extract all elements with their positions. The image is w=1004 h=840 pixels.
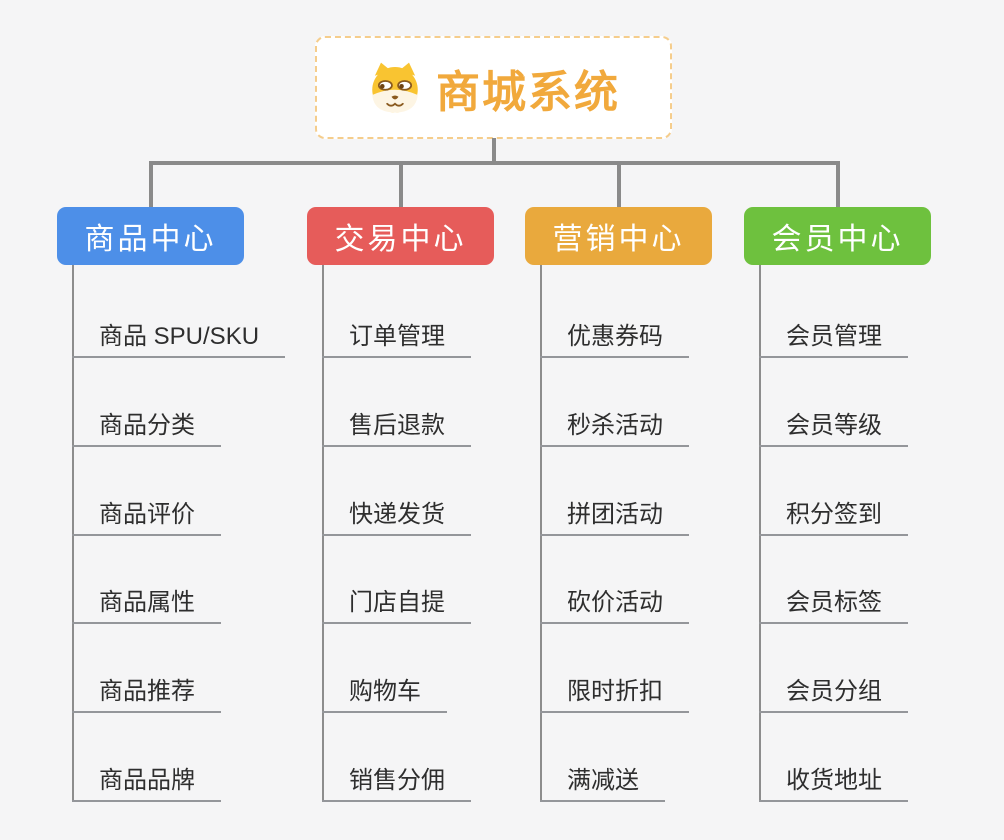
leaf-node[interactable]: 商品推荐	[72, 671, 221, 713]
root-node[interactable]: 商城系统	[315, 36, 672, 139]
leaf-node[interactable]: 会员管理	[759, 316, 908, 358]
leaf-node[interactable]: 订单管理	[322, 316, 471, 358]
branch-vertical-line	[540, 265, 542, 801]
branch-vertical-line	[72, 265, 74, 801]
leaf-node[interactable]: 收货地址	[759, 760, 908, 802]
leaf-node[interactable]: 销售分佣	[322, 760, 471, 802]
leaf-node[interactable]: 商品评价	[72, 494, 221, 536]
branch-vertical-line	[322, 265, 324, 801]
connector-bus	[149, 161, 839, 165]
leaf-node[interactable]: 砍价活动	[540, 582, 689, 624]
connector-drop	[836, 161, 840, 208]
branch-node-1[interactable]: 交易中心	[307, 207, 494, 265]
leaf-node[interactable]: 商品品牌	[72, 760, 221, 802]
branch-vertical-line	[759, 265, 761, 801]
branch-node-3[interactable]: 会员中心	[744, 207, 931, 265]
branch-node-0[interactable]: 商品中心	[57, 207, 244, 265]
leaf-node[interactable]: 快递发货	[322, 494, 471, 536]
root-title: 商城系统	[436, 67, 620, 117]
leaf-node[interactable]: 会员等级	[759, 405, 908, 447]
leaf-node[interactable]: 商品 SPU/SKU	[72, 316, 286, 358]
connector-root-stem	[492, 138, 496, 162]
leaf-node[interactable]: 满减送	[540, 760, 665, 802]
connector-drop	[617, 161, 621, 208]
leaf-node[interactable]: 商品分类	[72, 405, 221, 447]
leaf-node[interactable]: 限时折扣	[540, 671, 689, 713]
connector-drop	[149, 161, 153, 208]
leaf-node[interactable]: 拼团活动	[540, 494, 689, 536]
connector-drop	[399, 161, 403, 208]
leaf-node[interactable]: 会员分组	[759, 671, 908, 713]
leaf-node[interactable]: 门店自提	[322, 582, 471, 624]
leaf-node[interactable]: 秒杀活动	[540, 405, 689, 447]
dog-face-icon	[372, 62, 418, 112]
leaf-node[interactable]: 售后退款	[322, 405, 471, 447]
branch-node-2[interactable]: 营销中心	[525, 207, 712, 265]
leaf-node[interactable]: 优惠券码	[540, 316, 689, 358]
leaf-node[interactable]: 积分签到	[759, 494, 908, 536]
leaf-node[interactable]: 商品属性	[72, 582, 221, 624]
leaf-node[interactable]: 会员标签	[759, 582, 908, 624]
leaf-node[interactable]: 购物车	[322, 671, 447, 713]
